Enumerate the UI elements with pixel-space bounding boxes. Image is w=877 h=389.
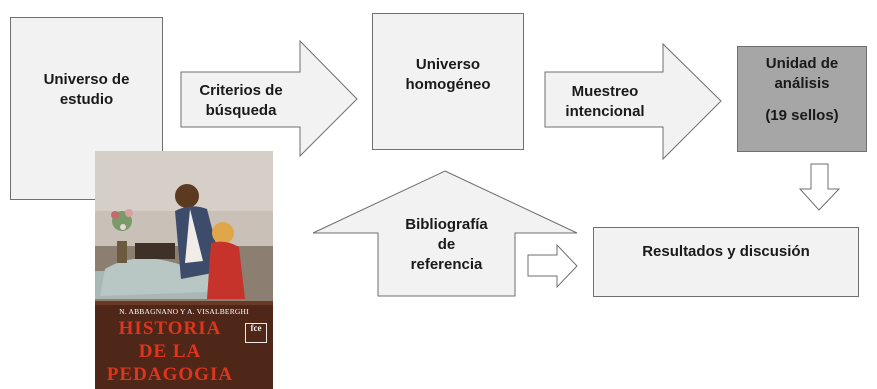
book-title-line-2: DE LA	[138, 341, 202, 362]
resultados-box	[593, 227, 859, 297]
muestreo-label: Muestreo intencional	[565, 83, 645, 120]
universo-estudio-label: Universo de estudio	[43, 71, 130, 108]
criterios-label: Criterios de búsqueda	[199, 82, 283, 119]
criterios-arrow-shape	[180, 39, 358, 158]
publisher-seal: fce	[245, 323, 267, 343]
bibliografia-arrow-shape	[312, 170, 578, 297]
bibliografia-label: Bibliografía de referencia	[405, 216, 488, 273]
muestreo-arrow-shape	[544, 42, 722, 161]
resultados-label: Resultados y discusión	[642, 243, 810, 260]
book-cover-image: N. ABBAGNANO Y A. VISALBERGHI HISTORIA D…	[95, 151, 273, 389]
book-title-line-1: HISTORIA	[118, 318, 222, 339]
universo-homogeneo-label: Universo homogéneo	[405, 56, 491, 93]
down-arrow-icon	[798, 163, 841, 211]
book-title-line-3: PEDAGOGIA	[106, 364, 234, 385]
small-right-arrow-icon	[527, 243, 578, 289]
unidad-analisis-box	[737, 46, 867, 152]
book-authors: N. ABBAGNANO Y A. VISALBERGHI	[119, 307, 249, 316]
unidad-analisis-label: Unidad de análisis (19 sellos)	[765, 55, 839, 124]
universo-homogeneo-box	[372, 13, 524, 150]
book-illustration	[95, 151, 273, 389]
